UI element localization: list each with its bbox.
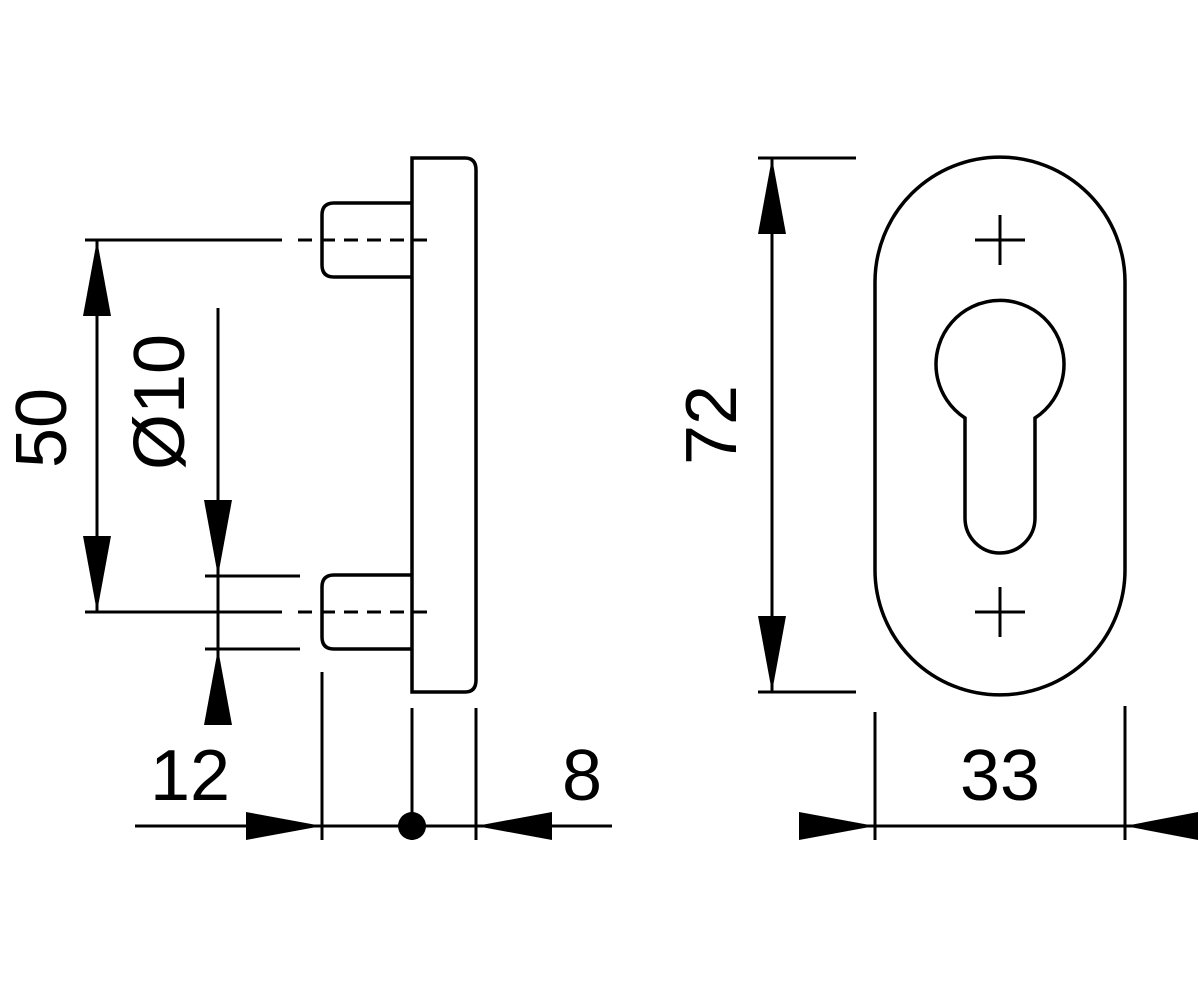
dimension-label-12: 12 xyxy=(150,736,230,816)
rosette-outline xyxy=(873,155,1127,697)
dimension-33: 33 xyxy=(799,706,1198,840)
plate-profile xyxy=(410,156,478,694)
dimension-label: Ø10 xyxy=(120,334,200,470)
arrowhead xyxy=(799,812,875,840)
arrowhead xyxy=(246,812,322,840)
arrowhead xyxy=(758,616,786,692)
arrowhead xyxy=(758,158,786,234)
dimension-diameter-10: Ø10 xyxy=(120,308,232,725)
dimension-label-8: 8 xyxy=(562,736,602,816)
cylinder-keyhole xyxy=(934,298,1066,555)
arrowhead xyxy=(83,240,111,316)
front-view: 72 33 xyxy=(672,155,1198,840)
dimension-chain-bottom: 12 8 xyxy=(135,672,612,840)
lower-screw-mark xyxy=(975,587,1025,637)
dimension-label: 72 xyxy=(672,385,752,465)
side-view: 50 Ø10 12 8 xyxy=(2,156,612,840)
reference-dot xyxy=(398,812,426,840)
dimension-72: 72 xyxy=(672,156,856,694)
arrowhead xyxy=(204,649,232,725)
arrowhead xyxy=(1125,812,1198,840)
arrowhead xyxy=(204,500,232,576)
arrowhead xyxy=(83,536,111,612)
upper-screw-mark xyxy=(975,215,1025,265)
dimension-50: 50 xyxy=(2,240,111,612)
dimension-label: 50 xyxy=(2,388,82,468)
arrowhead xyxy=(476,812,552,840)
dimension-label: 33 xyxy=(960,736,1040,816)
